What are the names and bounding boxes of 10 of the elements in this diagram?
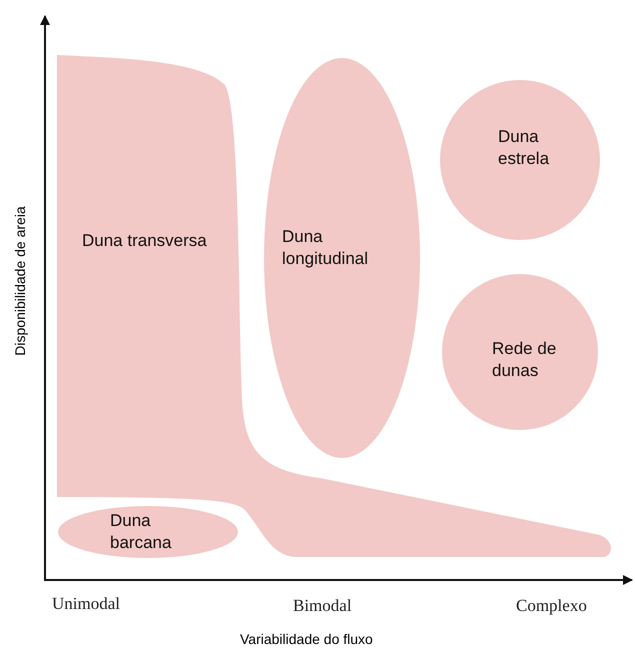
axis-title: Variabilidade do fluxo [240, 631, 373, 647]
dune-type-label: Duna estrela [498, 126, 550, 170]
dune-type-label: Duna transversa [82, 230, 208, 252]
axis-tick-label: Bimodal [293, 596, 352, 616]
axis-tick-label: Unimodal [52, 594, 120, 614]
dune-type-label: Duna barcana [110, 510, 172, 554]
axis-title: Disponibilidade de areia [12, 205, 28, 358]
axis-tick-label: Complexo [516, 596, 587, 616]
dune-type-label: Duna longitudinal [282, 226, 370, 270]
dune-type-label: Rede de dunas [492, 338, 558, 382]
